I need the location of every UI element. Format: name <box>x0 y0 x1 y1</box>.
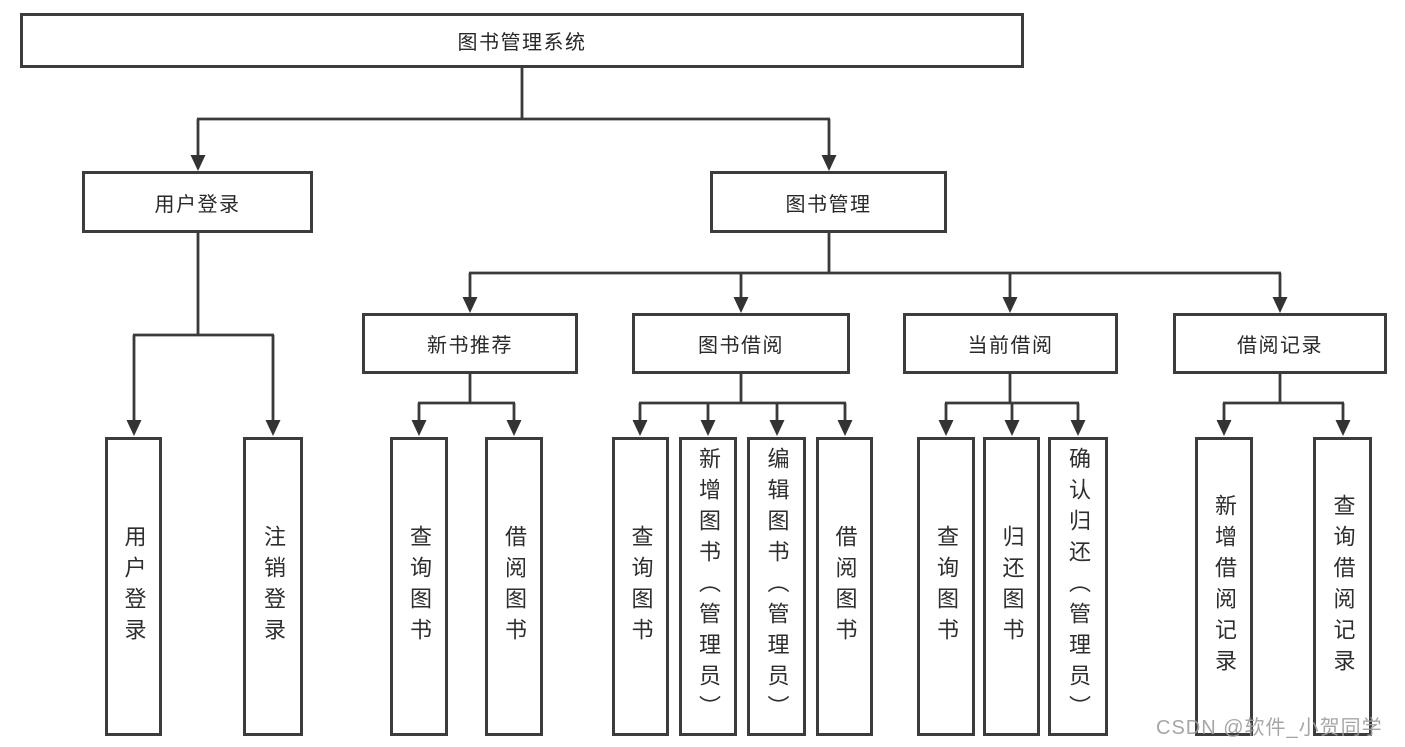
leaf-query-book-recommend: 查询图书 <box>390 437 448 736</box>
leaf-query-book-current-label: 查询图书 <box>934 524 959 649</box>
leaf-logout-label: 注销登录 <box>261 524 286 649</box>
leaf-borrow-book: 借阅图书 <box>816 437 873 736</box>
node-user-login: 用户登录 <box>82 171 313 233</box>
node-book-borrow-label: 图书借阅 <box>698 335 784 357</box>
leaf-confirm-return-admin-label: 确认归还（管理员） <box>1066 447 1091 726</box>
node-new-book-recommend: 新书推荐 <box>362 313 578 374</box>
leaf-edit-book-admin: 编辑图书（管理员） <box>747 437 806 736</box>
leaf-query-book-current: 查询图书 <box>917 437 975 736</box>
node-borrow-records: 借阅记录 <box>1173 313 1387 374</box>
leaf-query-book-borrow-label: 查询图书 <box>628 524 654 649</box>
leaf-query-book-borrow: 查询图书 <box>612 437 669 736</box>
leaf-add-borrow-record: 新增借阅记录 <box>1195 437 1253 736</box>
leaf-return-book-label: 归还图书 <box>999 524 1025 649</box>
leaf-borrow-book-recommend-label: 借阅图书 <box>502 524 527 649</box>
leaf-query-book-recommend-label: 查询图书 <box>407 524 432 649</box>
leaf-query-borrow-record-label: 查询借阅记录 <box>1330 493 1356 680</box>
leaf-add-book-admin: 新增图书（管理员） <box>679 437 737 736</box>
node-current-borrow-label: 当前借阅 <box>967 335 1054 357</box>
leaf-add-borrow-record-label: 新增借阅记录 <box>1212 493 1237 680</box>
node-root-label: 图书管理系统 <box>457 32 587 54</box>
leaf-edit-book-admin-label: 编辑图书（管理员） <box>764 447 790 726</box>
csdn-watermark: CSDN @软件_小贺同学 <box>1156 717 1383 739</box>
leaf-confirm-return-admin: 确认归还（管理员） <box>1048 437 1108 736</box>
leaf-return-book: 归还图书 <box>983 437 1040 736</box>
leaf-logout: 注销登录 <box>243 437 303 736</box>
node-root: 图书管理系统 <box>20 13 1024 68</box>
node-current-borrow: 当前借阅 <box>903 313 1118 374</box>
node-book-borrow: 图书借阅 <box>632 313 850 374</box>
node-new-book-recommend-label: 新书推荐 <box>427 335 513 357</box>
leaf-user-login-label: 用户登录 <box>121 524 147 649</box>
leaf-borrow-book-label: 借阅图书 <box>832 524 858 649</box>
node-book-management-label: 图书管理 <box>785 193 872 216</box>
leaf-borrow-book-recommend: 借阅图书 <box>485 437 543 736</box>
leaf-add-book-admin-label: 新增图书（管理员） <box>696 447 721 726</box>
leaf-query-borrow-record: 查询借阅记录 <box>1313 437 1372 736</box>
node-user-login-label: 用户登录 <box>154 193 241 216</box>
leaf-user-login: 用户登录 <box>105 437 162 736</box>
node-book-management: 图书管理 <box>710 171 947 233</box>
node-borrow-records-label: 借阅记录 <box>1237 335 1323 357</box>
